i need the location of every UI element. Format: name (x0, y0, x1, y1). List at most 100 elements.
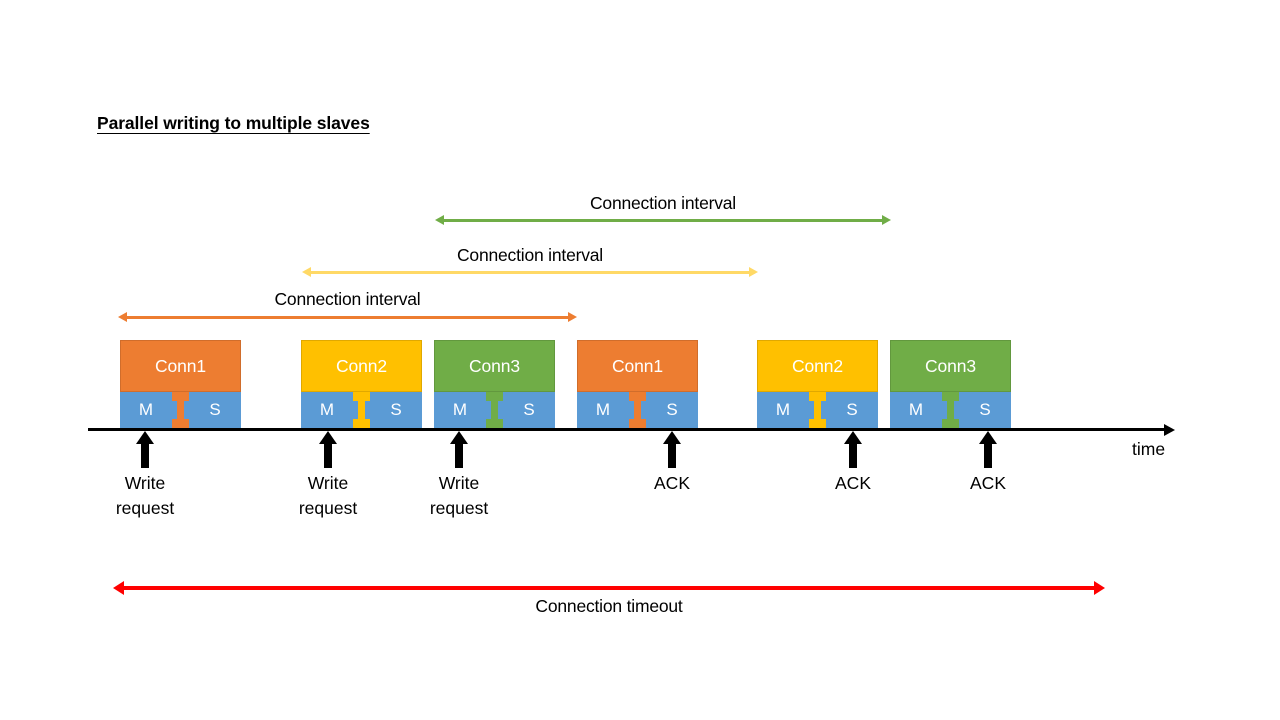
arrow-shaft (125, 315, 570, 319)
arrow-head-right (1094, 581, 1105, 595)
channel-notch-left-bottom (172, 410, 177, 419)
time-axis-arrowhead (1164, 423, 1175, 436)
connection-label: Conn1 (577, 340, 698, 392)
master-box[interactable]: M (120, 392, 172, 428)
page-title: Parallel writing to multiple slaves (97, 113, 370, 133)
slave-label: S (666, 400, 678, 419)
connection-interval-label: Connection interval (274, 289, 421, 309)
channel-notch-left-bottom (809, 410, 814, 419)
slave-label: S (390, 400, 402, 419)
event-label: ACK (970, 471, 1006, 496)
channel-notch-right-bottom (365, 410, 370, 419)
event-label-line: Write (307, 473, 349, 493)
event-arrow-stem (849, 442, 857, 468)
master-label: M (138, 400, 154, 419)
event-arrow-stem (141, 442, 149, 468)
master-box[interactable]: M (577, 392, 629, 428)
master-label: M (908, 400, 924, 419)
event-label: Write request (299, 471, 357, 522)
arrow-shaft (309, 270, 751, 274)
arrow-head-left (113, 581, 124, 595)
event-arrow-stem (668, 442, 676, 468)
channel-notch-right-top (641, 401, 646, 410)
master-label: M (595, 400, 611, 419)
channel-notch-right-top (498, 401, 503, 410)
arrow-head-left (118, 311, 127, 322)
master-label: M (319, 400, 335, 419)
channel-notch-left-top (629, 401, 634, 410)
slave-box[interactable]: S (503, 392, 555, 428)
arrow-head-left (302, 266, 311, 277)
channel-notch-left-bottom (486, 410, 491, 419)
event-arrow-stem (324, 442, 332, 468)
event-arrow-stem (455, 442, 463, 468)
event-marker[interactable]: Write request (299, 431, 357, 521)
slave-box[interactable]: S (826, 392, 878, 428)
arrow-shaft (122, 586, 1096, 590)
channel-notch-left-top (486, 401, 491, 410)
channel-notch-left-bottom (353, 410, 358, 419)
master-box[interactable]: M (434, 392, 486, 428)
event-arrow-head (979, 431, 997, 444)
connection-interval-label: Connection interval (589, 193, 736, 213)
event-marker[interactable]: ACK (968, 431, 1008, 521)
master-box[interactable]: M (757, 392, 809, 428)
event-marker[interactable]: ACK (833, 431, 873, 521)
time-axis-label: time (1132, 439, 1166, 459)
event-label-line: Write (438, 473, 480, 493)
event-label-line: request (298, 498, 358, 519)
channel-notch-left-top (353, 401, 358, 410)
event-arrow-stem (984, 442, 992, 468)
master-label: M (775, 400, 791, 419)
channel-notch-right-top (821, 401, 826, 410)
slave-label: S (523, 400, 535, 419)
event-arrow-head (136, 431, 154, 444)
arrow-head-right (749, 266, 758, 277)
arrow-head-right (568, 311, 577, 322)
event-marker[interactable]: ACK (652, 431, 692, 521)
slave-label: S (209, 400, 221, 419)
master-label: M (452, 400, 468, 419)
connection-label: Conn1 (120, 340, 241, 392)
event-arrow-head (319, 431, 337, 444)
arrow-head-right (882, 214, 891, 225)
slave-box[interactable]: S (370, 392, 422, 428)
event-label-line: ACK (835, 473, 871, 493)
channel-notch-left-top (809, 401, 814, 410)
slave-box[interactable]: S (646, 392, 698, 428)
channel-notch-left-top (942, 401, 947, 410)
channel-notch-left-bottom (942, 410, 947, 419)
event-label-line: ACK (970, 473, 1006, 493)
arrow-head-left (435, 214, 444, 225)
event-label-line: ACK (654, 473, 690, 493)
event-arrow-head (450, 431, 468, 444)
connection-label: Conn3 (890, 340, 1011, 392)
slave-label: S (846, 400, 858, 419)
connection-interval-label: Connection interval (456, 245, 603, 265)
connection-label: Conn3 (434, 340, 555, 392)
event-arrow-head (663, 431, 681, 444)
connection-label: Conn2 (301, 340, 422, 392)
arrow-shaft (442, 218, 884, 222)
channel-notch-right-bottom (821, 410, 826, 419)
connection-timeout-label: Connection timeout (535, 596, 683, 616)
channel-notch-right-top (954, 401, 959, 410)
channel-notch-right-bottom (954, 410, 959, 419)
channel-notch-left-bottom (629, 410, 634, 419)
slave-box[interactable]: S (959, 392, 1011, 428)
channel-notch-right-bottom (498, 410, 503, 419)
master-box[interactable]: M (890, 392, 942, 428)
master-box[interactable]: M (301, 392, 353, 428)
slave-box[interactable]: S (189, 392, 241, 428)
connection-label: Conn2 (757, 340, 878, 392)
